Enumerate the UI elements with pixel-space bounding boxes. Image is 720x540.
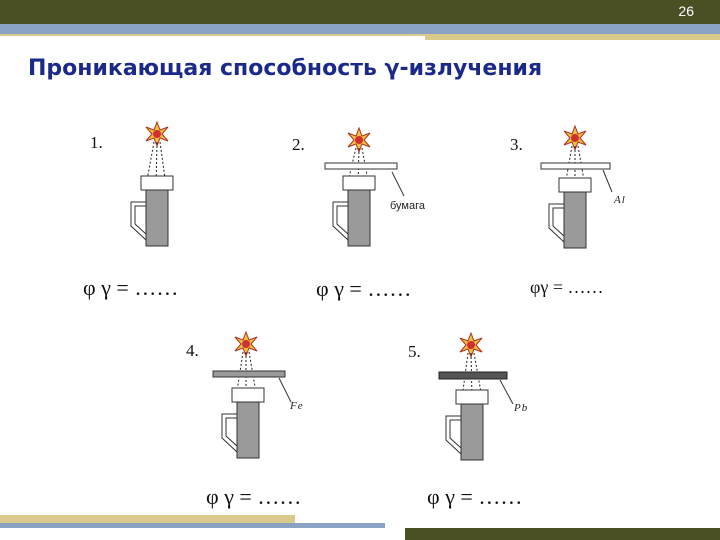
- absorber-plate: [540, 162, 611, 170]
- bottom-stripe-blue: [0, 523, 385, 528]
- detector-icon: [548, 177, 592, 249]
- experiment-3-formula: φγ = ……: [530, 277, 604, 297]
- experiment-5-apparatus: [438, 332, 514, 461]
- experiment-2-material: бумага: [390, 200, 426, 212]
- experiment-5-formula: φ γ = ……: [427, 484, 523, 509]
- experiment-1-formula: φ γ = ……: [83, 275, 179, 300]
- experiment-4-material: Fe: [290, 400, 304, 412]
- experiment-5-number: 5.: [408, 342, 421, 361]
- top-bar: 26: [0, 0, 720, 24]
- bottom-bar-light: [0, 528, 405, 540]
- top-stripe-line: [0, 34, 425, 36]
- experiment-5-material: Pb: [514, 402, 529, 414]
- experiment-1-number: 1.: [90, 133, 103, 152]
- detector-icon: [445, 389, 489, 461]
- experiment-3-number: 3.: [510, 135, 523, 154]
- experiment-3-apparatus: [540, 125, 613, 249]
- experiment-2-apparatus: [324, 127, 405, 247]
- experiment-2-formula: φ γ = ……: [316, 276, 412, 301]
- slide-title: Проникающая способность γ-излучения: [28, 56, 543, 81]
- absorber-plate: [212, 370, 286, 378]
- top-stripe-gold: [425, 34, 720, 40]
- detector-icon: [130, 175, 174, 247]
- experiment-1-apparatus: [130, 121, 174, 247]
- absorber-plate: [324, 162, 398, 170]
- experiment-4-number: 4.: [186, 341, 199, 360]
- top-stripe-blue: [0, 24, 720, 34]
- bottom-stripe-gold: [0, 515, 295, 523]
- experiment-2-number: 2.: [292, 135, 305, 154]
- detector-icon: [221, 387, 265, 459]
- experiment-4-formula: φ γ = ……: [206, 484, 302, 509]
- detector-icon: [332, 175, 376, 247]
- page-number: 26: [678, 3, 694, 19]
- experiment-3-material: Al: [614, 194, 626, 206]
- absorber-plate: [438, 371, 508, 380]
- experiment-4-apparatus: [212, 331, 292, 459]
